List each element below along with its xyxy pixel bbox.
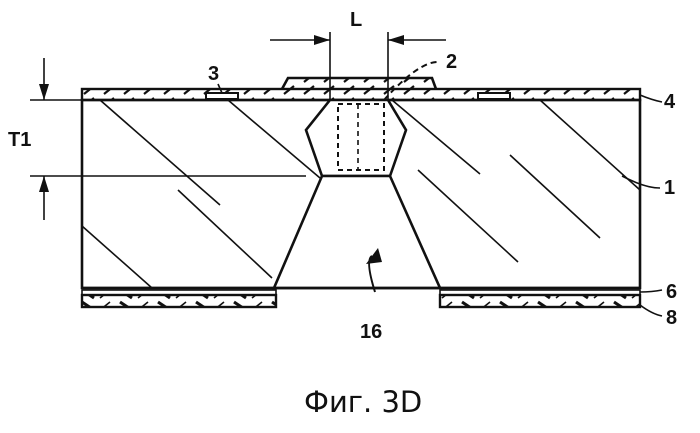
label-l: L (350, 9, 362, 31)
label-t1: T1 (8, 129, 31, 151)
label-3: 3 (208, 63, 219, 85)
label-8: 8 (666, 307, 677, 329)
label-6: 6 (666, 281, 677, 303)
label-16: 16 (360, 321, 382, 343)
label-2: 2 (446, 51, 457, 73)
dimension-t1: T1 (8, 58, 306, 220)
figure-caption: Фиг. 3D (304, 385, 422, 419)
opening-16 (82, 100, 640, 292)
label-1: 1 (664, 177, 675, 199)
label-4: 4 (664, 91, 676, 113)
top-layer-4 (82, 78, 640, 100)
bottom-layers (82, 290, 640, 307)
